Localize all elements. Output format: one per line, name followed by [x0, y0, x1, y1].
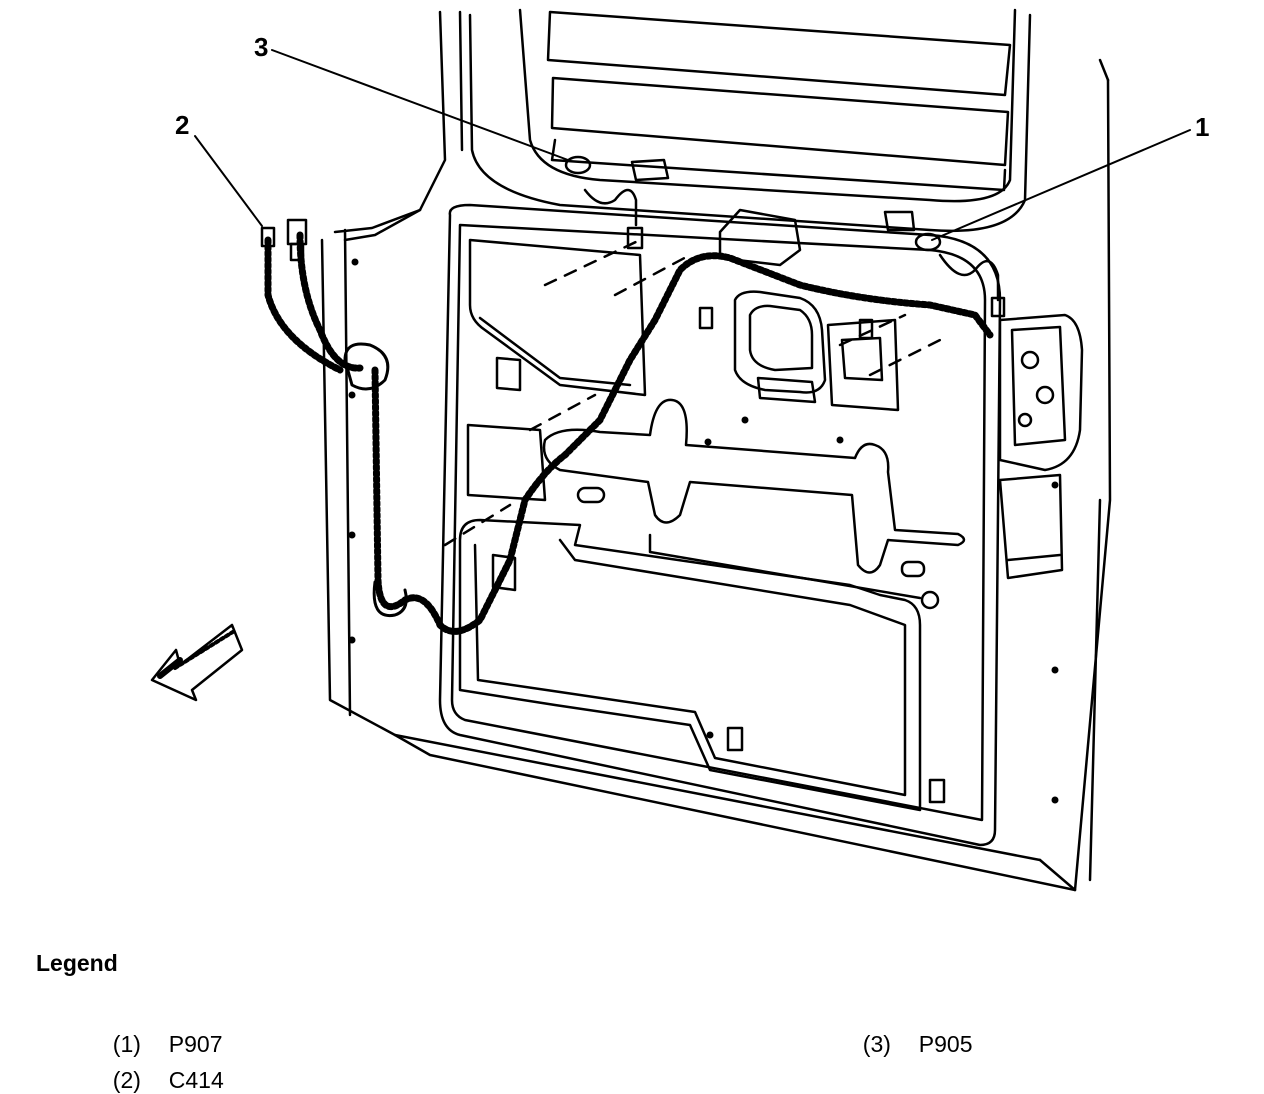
legend-item-label: C414 [168, 1067, 224, 1093]
guide-lines [443, 238, 942, 547]
access-hole-upper-left [468, 238, 647, 397]
leader-line-3 [271, 49, 569, 161]
connector-p907 [914, 232, 1006, 318]
legend-item-1: (1) P907 [100, 1004, 223, 1058]
lower-access-opening [458, 518, 922, 812]
legend-item-3: (3) P905 [850, 1004, 973, 1058]
callout-1: 1 [1195, 112, 1210, 142]
legend-item-number: (3) [862, 1031, 891, 1057]
door-wiring-diagram [150, 8, 1191, 892]
fasteners [348, 258, 1059, 804]
front-direction-arrow [150, 623, 244, 702]
vent-left-upper [495, 356, 522, 392]
leader-lines [194, 49, 1191, 241]
window-frame [468, 8, 1032, 233]
legend-item-2: (2) C414 [100, 1040, 224, 1094]
leader-line-1 [931, 129, 1191, 241]
connector-c414 [260, 218, 308, 262]
door-shell [320, 10, 1112, 892]
legend-item-number: (2) [112, 1067, 141, 1093]
connector-p905 [564, 155, 644, 250]
regulator-pocket [733, 290, 827, 394]
mount-tab-window-right [883, 210, 916, 232]
inner-panel [438, 203, 1002, 847]
legend-title: Legend [36, 950, 118, 976]
legend-item-label: P905 [918, 1031, 973, 1057]
panel-ledge [648, 533, 922, 600]
harness-grommet [343, 342, 390, 391]
callout-2: 2 [175, 110, 190, 140]
legend-item-label: P907 [168, 1031, 223, 1057]
access-hole-middle-left [466, 423, 547, 502]
door-latch [998, 313, 1084, 580]
callout-3: 3 [254, 32, 269, 62]
cross-brace [542, 398, 966, 574]
mount-tab-window-left [630, 158, 670, 182]
leader-line-2 [194, 135, 263, 227]
legend-item-number: (1) [112, 1031, 141, 1057]
slot-openings [576, 306, 946, 804]
